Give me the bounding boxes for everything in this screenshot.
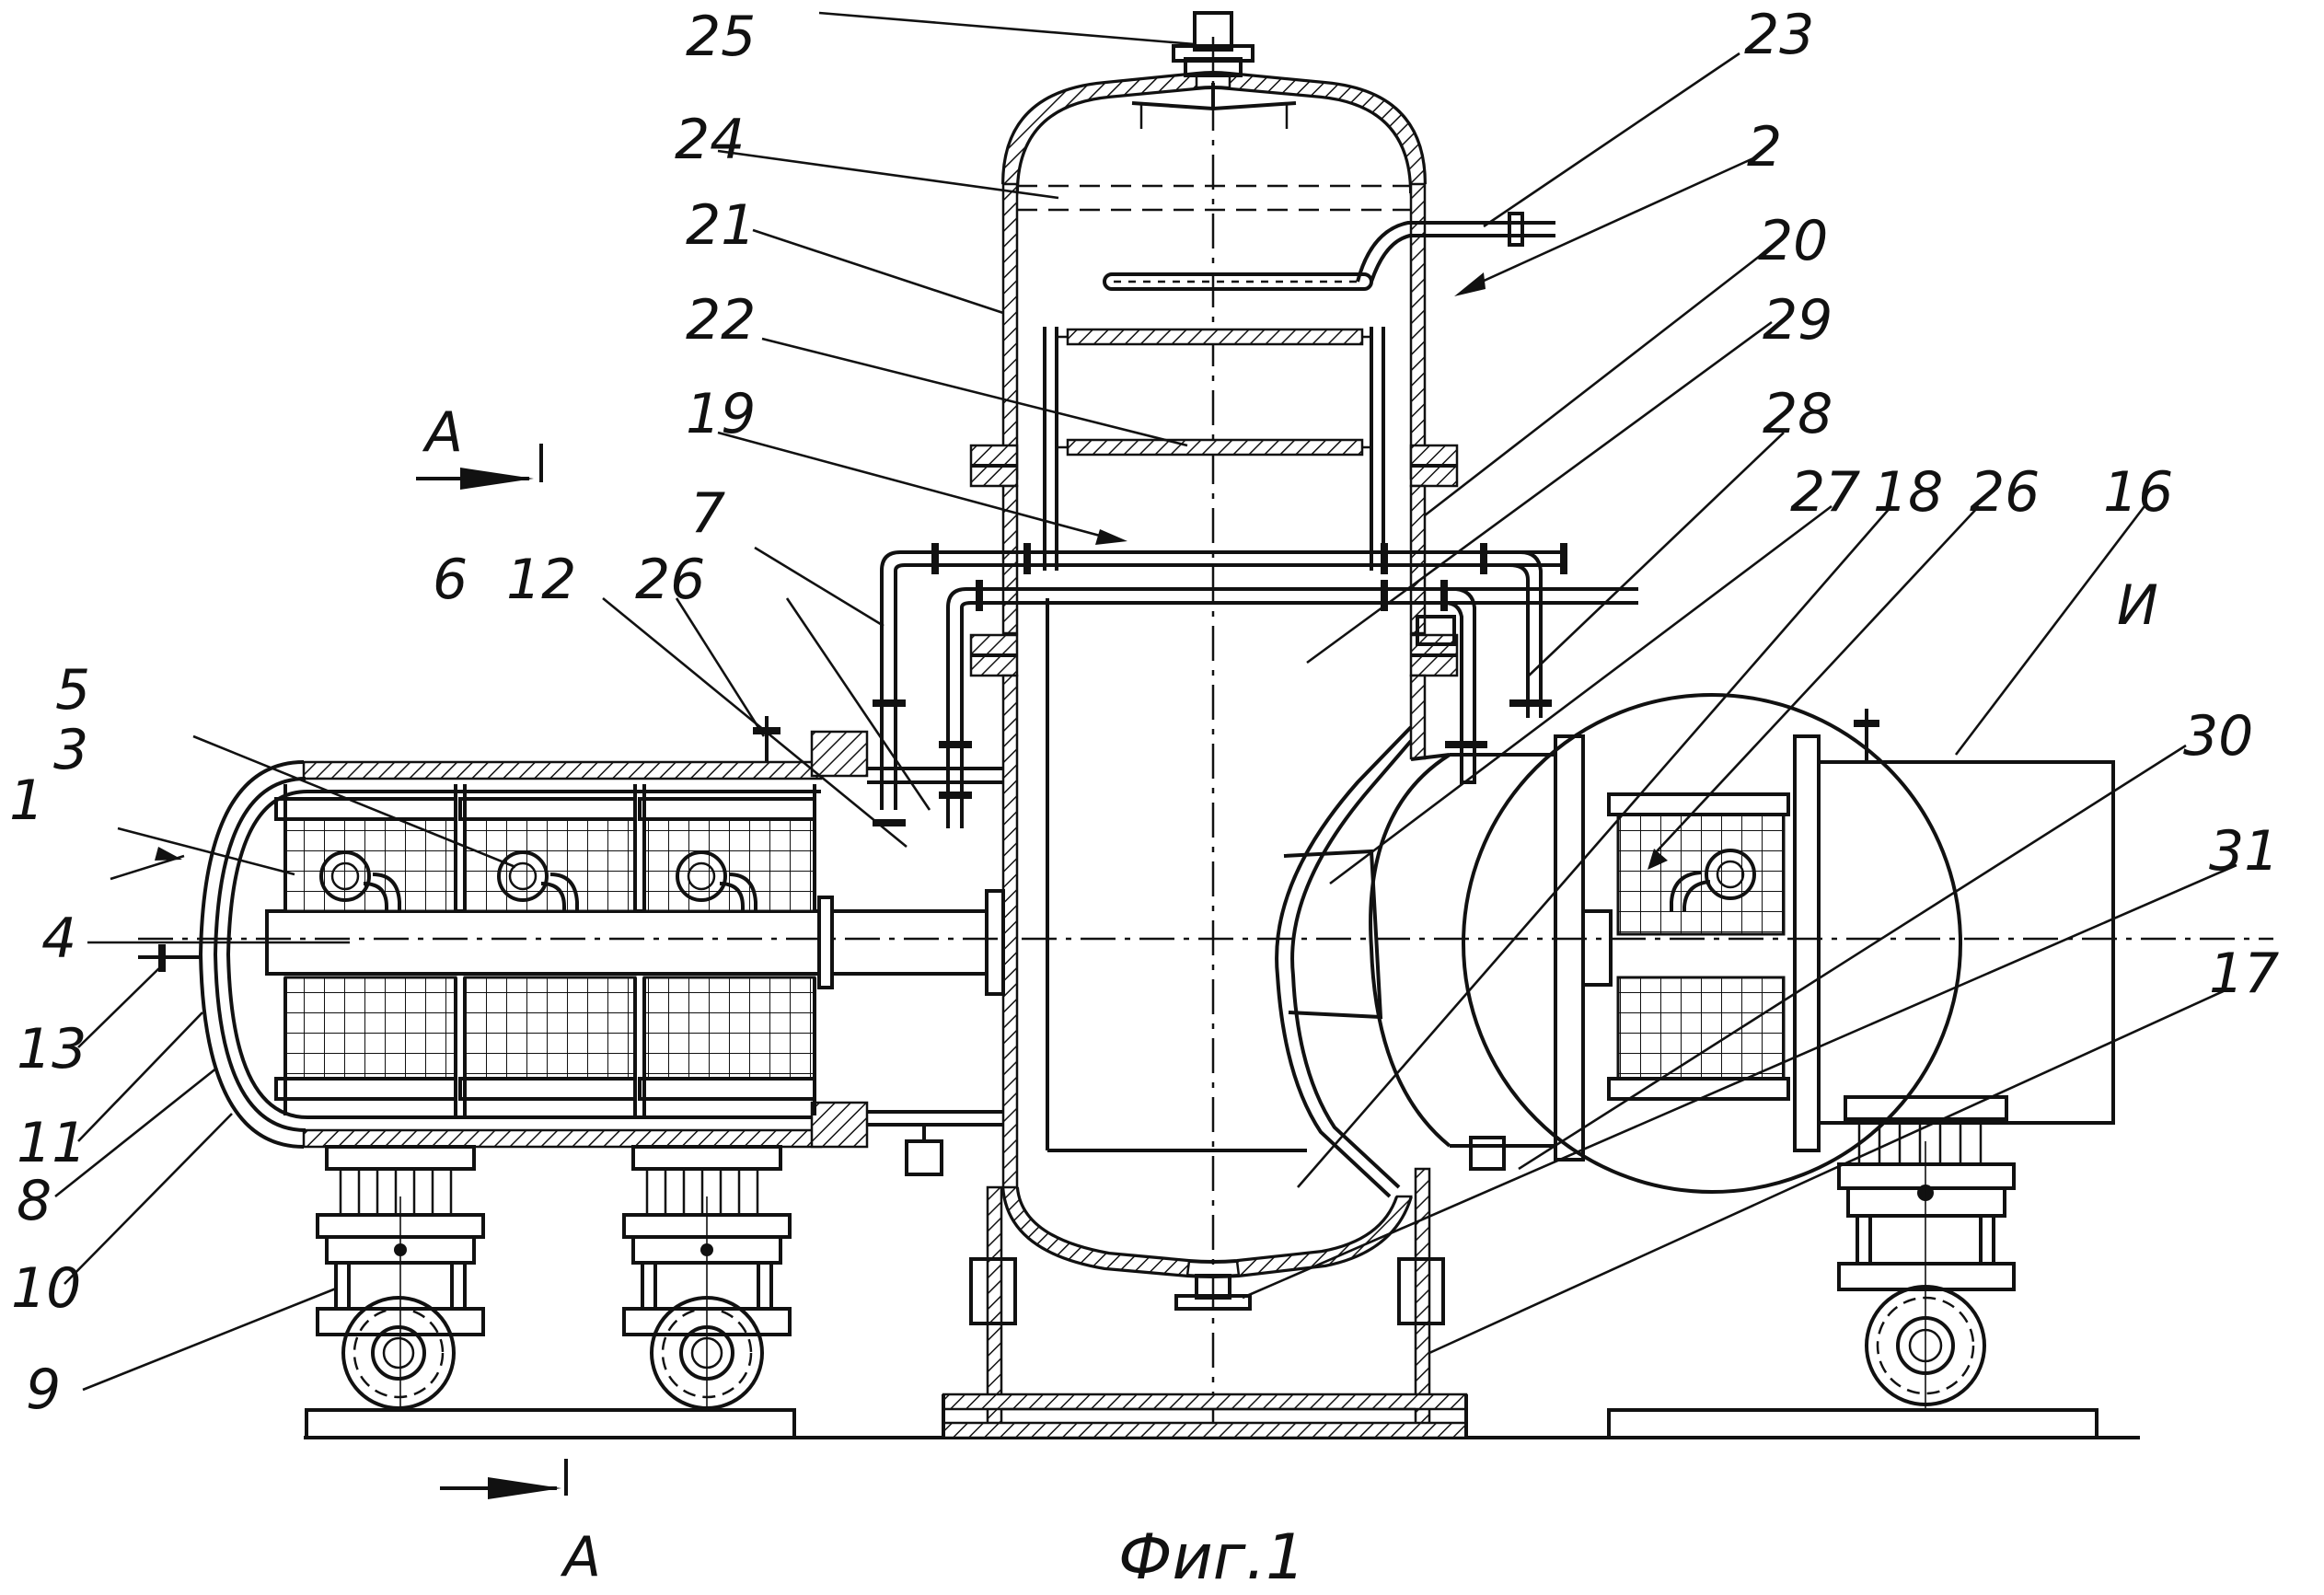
label-21: 21: [686, 193, 756, 258]
label-13: 13: [17, 1017, 87, 1081]
carriage-right: [1839, 1097, 2014, 1408]
label-11: 11: [17, 1111, 87, 1175]
rail-plate-left: [306, 1410, 794, 1438]
horizontal-apparatus: [138, 716, 1003, 1174]
label-31: 31: [2209, 819, 2279, 884]
cassettes-lower: [276, 977, 815, 1115]
label-7: 7: [690, 481, 725, 546]
label-24: 24: [675, 108, 745, 172]
piping: [873, 543, 1638, 828]
label-1: 1: [9, 769, 44, 833]
label-12: 12: [506, 548, 576, 612]
label-29: 29: [1763, 288, 1833, 353]
label-9: 9: [26, 1358, 61, 1422]
section-marker-bottom: [440, 1459, 566, 1499]
right-assembly: [1277, 695, 2113, 1196]
label-22: 22: [686, 288, 756, 353]
section-label-bottom: A: [560, 1525, 601, 1589]
leader-lines: [55, 13, 2237, 1390]
label-26-right: 26: [1970, 460, 2040, 525]
label-detail-I: И: [2117, 573, 2158, 638]
label-8: 8: [17, 1169, 52, 1233]
label-17: 17: [2209, 942, 2279, 1006]
label-19: 19: [686, 382, 756, 446]
label-2: 2: [1747, 115, 1782, 179]
label-20: 20: [1758, 209, 1828, 273]
label-5: 5: [55, 658, 90, 722]
carriage-middle: [624, 1147, 790, 1408]
label-10: 10: [11, 1256, 81, 1321]
label-26-left: 26: [635, 548, 705, 612]
figure-caption: Фиг.1: [1118, 1521, 1305, 1594]
vertical-vessel: [943, 13, 1555, 1438]
label-3: 3: [53, 718, 88, 782]
label-25: 25: [686, 5, 756, 69]
label-27: 27: [1790, 460, 1860, 525]
label-4: 4: [41, 907, 76, 971]
label-30: 30: [2183, 704, 2253, 769]
carriage-left: [318, 1147, 483, 1408]
label-18: 18: [1873, 460, 1943, 525]
label-23: 23: [1744, 3, 1814, 67]
label-16: 16: [2103, 460, 2173, 525]
label-28: 28: [1763, 382, 1833, 446]
rail-plate-right: [1609, 1410, 2097, 1438]
label-6: 6: [433, 548, 468, 612]
section-label-top: A: [422, 400, 463, 465]
